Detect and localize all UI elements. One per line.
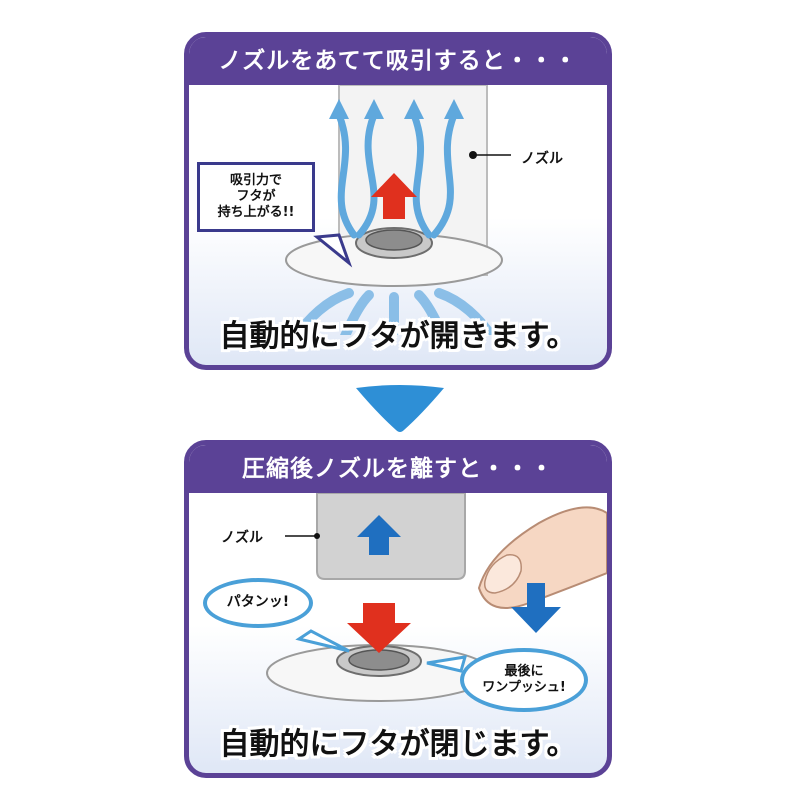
fingernail [483,554,522,594]
push-callout-line-2: ワンプッシュ! [482,680,566,695]
step-arrow-down-icon [356,385,444,432]
lid-lift-arrow [371,173,417,219]
sound-callout-tail [295,629,350,653]
sound-callout-text: パタンッ! [226,594,290,611]
suction-airflow [335,111,458,239]
open-illustration [285,85,511,335]
suction-callout-line-2: フタが [236,188,276,204]
suction-callout: 吸引力で フタが 持ち上がる!! [197,162,315,232]
push-callout: 最後に ワンプッシュ! [460,648,588,712]
panel-close-header: 圧縮後ノズルを離すと・・・ [189,445,607,493]
intake-airflow [290,288,498,335]
valve-lid [365,229,423,251]
panel-open: ノズルをあてて吸引すると・・・ [184,32,612,370]
lid-close-arrow [347,603,411,653]
suction-callout-line-3: 持ち上がる!! [217,205,295,221]
nozzle-label: ノズル [521,151,563,167]
nozzle-label-dot-2 [314,533,320,539]
airflow-arrowheads [329,99,464,119]
push-callout-line-1: 最後に [504,663,544,679]
nozzle-label-2: ノズル [221,530,263,546]
suction-callout-line-1: 吸引力で [229,172,282,188]
push-callout-tail [426,655,468,673]
sound-callout: パタンッ! [203,578,313,628]
callout-tail [313,233,353,268]
push-down-arrow [511,583,561,633]
nozzle-up-arrow [357,515,401,555]
panel-open-header: ノズルをあてて吸引すると・・・ [189,37,607,85]
panel-close-footer: 自動的にフタが閉じます。 [219,727,577,762]
panel-open-footer: 自動的にフタが開きます。 [219,319,577,354]
